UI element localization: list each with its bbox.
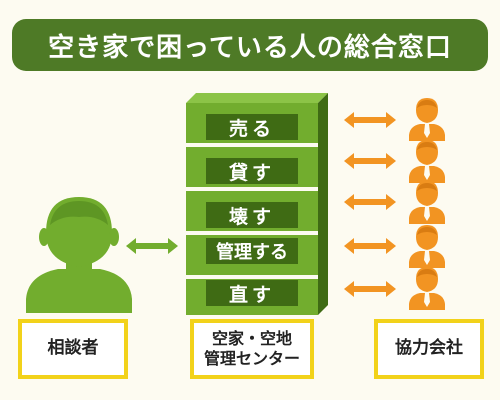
page-title: 空き家で困っている人の総合窓口 — [48, 32, 452, 63]
partner-label: 協力会社 — [395, 338, 463, 359]
double-arrow-icon — [344, 281, 396, 297]
double-arrow-icon — [126, 238, 178, 254]
double-arrow-icon — [344, 194, 396, 210]
double-arrow-icon — [344, 112, 396, 128]
service-label-repair: 直す — [206, 280, 298, 306]
partner-person-icon — [409, 225, 445, 268]
partner-person-icon — [409, 267, 445, 310]
partner-person-icon — [409, 140, 445, 183]
stack-side-face — [318, 93, 328, 315]
consultant-label: 相談者 — [47, 338, 99, 359]
center-label-box: 空家・空地 管理センター — [190, 319, 314, 379]
service-label-rent: 貸す — [206, 158, 298, 184]
double-arrow-icon — [344, 153, 396, 169]
partner-label-box: 協力会社 — [374, 319, 484, 379]
partner-person-icon — [409, 181, 445, 224]
consultant-person-icon — [26, 197, 132, 313]
double-arrow-icon — [344, 238, 396, 254]
service-label-demolish: 壊す — [206, 202, 298, 228]
title-banner: 空き家で困っている人の総合窓口 — [12, 19, 488, 71]
stack-top-face — [186, 93, 328, 103]
service-label-sell: 売る — [206, 114, 298, 140]
partner-person-icon — [409, 98, 445, 141]
consultant-label-box: 相談者 — [18, 319, 128, 379]
center-label: 空家・空地 管理センター — [203, 329, 300, 368]
service-label-manage: 管理する — [206, 238, 298, 264]
